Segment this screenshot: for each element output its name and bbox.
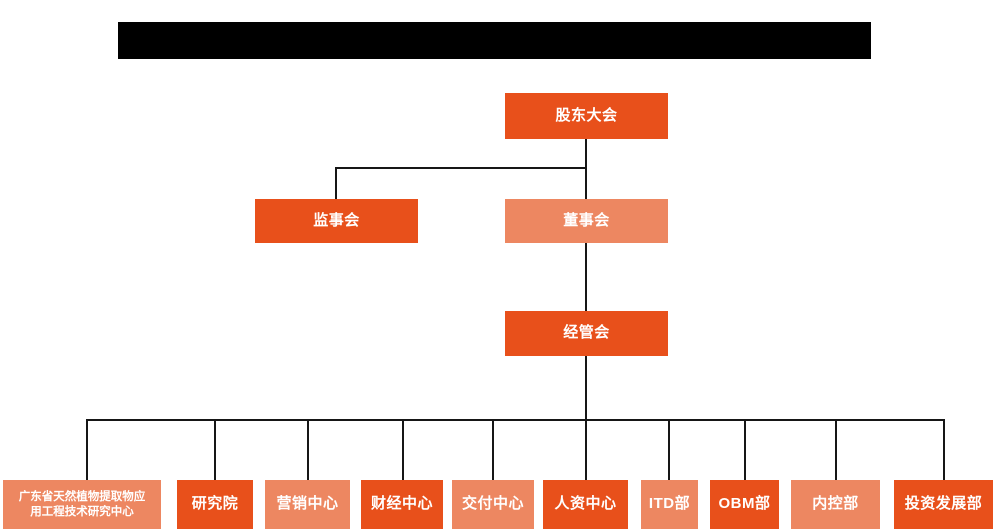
node-shareholders-label: 股东大会	[555, 106, 618, 124]
connector-to-board-of-directors	[585, 167, 587, 199]
connector-to-marketing-center	[307, 419, 309, 480]
node-research-institute-label: 研究院	[191, 495, 239, 513]
node-itd-department-label: ITD部	[648, 495, 691, 513]
node-management-committee-label: 经管会	[563, 324, 610, 342]
connector-to-research-institute	[214, 419, 216, 480]
redacted-title-banner	[118, 22, 871, 59]
node-supervisory-board-label: 监事会	[313, 211, 360, 229]
node-obm-department[interactable]: OBM部	[710, 480, 779, 529]
node-board-of-directors[interactable]: 董事会	[505, 199, 668, 243]
node-hr-center-label: 人资中心	[554, 495, 617, 513]
node-supervisory-board[interactable]: 监事会	[255, 199, 418, 243]
connector-departments-bus	[86, 419, 945, 421]
connector-to-delivery-center	[492, 419, 494, 480]
node-investment-development-department[interactable]: 投资发展部	[894, 480, 993, 529]
node-marketing-center[interactable]: 营销中心	[265, 480, 350, 529]
connector-to-hr-center	[585, 419, 587, 480]
connector-board-to-management	[585, 243, 587, 311]
connector-shareholders-down	[585, 139, 587, 169]
node-marketing-center-label: 营销中心	[276, 495, 339, 513]
node-research-center-gd-label-line1: 广东省天然植物提取物应	[18, 491, 146, 504]
node-delivery-center[interactable]: 交付中心	[452, 480, 534, 529]
connector-to-supervisory-board	[335, 167, 337, 199]
node-obm-department-label: OBM部	[718, 495, 771, 513]
node-investment-development-department-label: 投资发展部	[904, 495, 983, 513]
connector-management-down	[585, 356, 587, 420]
node-research-center-gd[interactable]: 广东省天然植物提取物应 用工程技术研究中心	[3, 480, 161, 529]
node-finance-center[interactable]: 财经中心	[361, 480, 443, 529]
connector-level2-bus	[335, 167, 587, 169]
connector-to-itd-department	[668, 419, 670, 480]
connector-to-research-center-gd	[86, 419, 88, 480]
connector-to-investment-development-department	[943, 419, 945, 480]
connector-to-obm-department	[744, 419, 746, 480]
node-research-institute[interactable]: 研究院	[177, 480, 253, 529]
node-hr-center[interactable]: 人资中心	[543, 480, 628, 529]
node-research-center-gd-label-line2: 用工程技术研究中心	[30, 505, 134, 518]
node-itd-department[interactable]: ITD部	[641, 480, 698, 529]
node-management-committee[interactable]: 经管会	[505, 311, 668, 356]
node-internal-control-department[interactable]: 内控部	[791, 480, 880, 529]
connector-to-finance-center	[402, 419, 404, 480]
node-delivery-center-label: 交付中心	[461, 495, 524, 513]
node-shareholders[interactable]: 股东大会	[505, 93, 668, 139]
node-board-of-directors-label: 董事会	[563, 211, 610, 229]
node-finance-center-label: 财经中心	[370, 495, 433, 513]
connector-to-internal-control-department	[835, 419, 837, 480]
node-internal-control-department-label: 内控部	[812, 495, 859, 513]
